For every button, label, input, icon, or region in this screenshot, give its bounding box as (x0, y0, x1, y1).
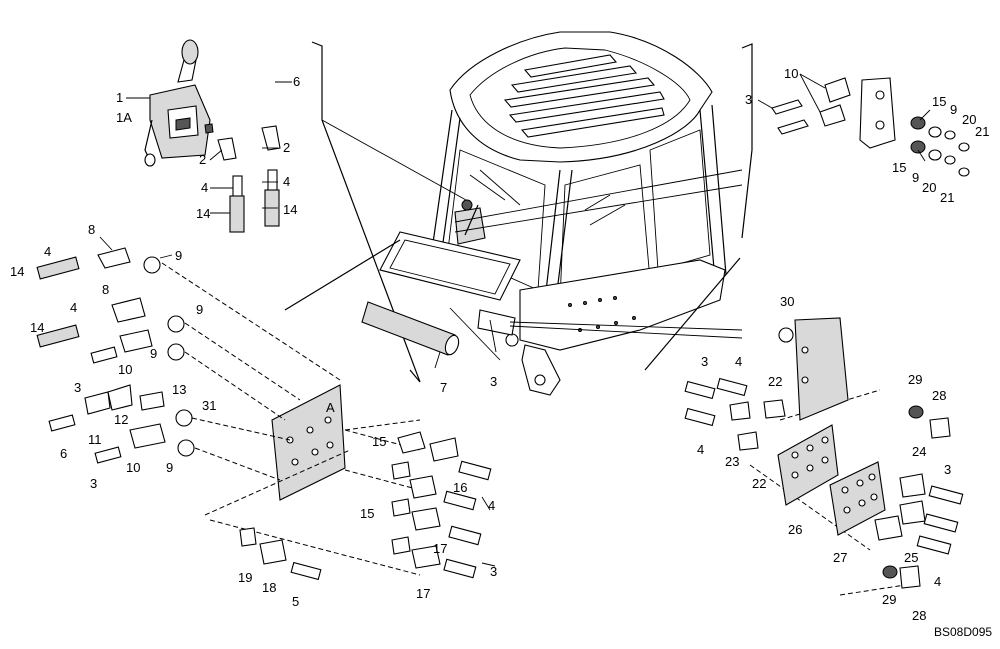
callout-58: 28 (932, 388, 946, 403)
callout-2: 6 (293, 74, 300, 89)
pipe-7 (361, 301, 460, 356)
callout-1: 1A (116, 110, 132, 125)
callout-25: 4 (70, 300, 77, 315)
callout-62: 27 (833, 550, 847, 565)
callout-55: 23 (725, 454, 739, 469)
callout-4: 2 (283, 140, 290, 155)
callout-27: 9 (150, 346, 157, 361)
callout-33: 11 (88, 432, 102, 447)
callout-8: 14 (283, 202, 297, 217)
leader-lines (99, 73, 931, 567)
callout-26: 14 (30, 320, 44, 335)
callout-15: 15 (892, 160, 906, 175)
plate-26 (777, 424, 839, 506)
callout-24: 9 (196, 302, 203, 317)
callout-38: 7 (440, 380, 447, 395)
callout-39: 3 (490, 374, 497, 389)
callout-10: 3 (745, 92, 752, 107)
callout-29: 3 (74, 380, 81, 395)
callout-5: 4 (201, 180, 208, 195)
callout-32: 6 (60, 446, 67, 461)
callout-16: 9 (912, 170, 919, 185)
callout-17: 20 (922, 180, 936, 195)
callout-14: 21 (975, 124, 989, 139)
callout-9: 10 (784, 66, 798, 81)
right-fittings (684, 317, 964, 589)
callout-49: 5 (292, 594, 299, 609)
callout-57: 29 (908, 372, 922, 387)
callout-56: 22 (752, 476, 766, 491)
callout-44: 17 (433, 541, 447, 556)
callout-46: 17 (416, 586, 430, 601)
mounting-plate-a (271, 384, 346, 501)
callout-28: 10 (118, 362, 132, 377)
callout-36: 9 (166, 460, 173, 475)
lower-centre-fittings (239, 431, 492, 581)
callout-0: 1 (116, 90, 123, 105)
callout-19: 8 (88, 222, 95, 237)
callout-42: 4 (488, 498, 495, 513)
callout-11: 15 (932, 94, 946, 109)
control-valve-assembly (144, 39, 281, 233)
callout-47: 19 (238, 570, 252, 585)
callout-64: 4 (934, 574, 941, 589)
roof-ribs (503, 54, 665, 138)
callout-13: 20 (962, 112, 976, 127)
callout-61: 26 (788, 522, 802, 537)
callout-66: 28 (912, 608, 926, 623)
callout-40: 15 (372, 434, 386, 449)
drawing-reference: BS08D095 (934, 625, 992, 639)
top-right-fittings (771, 77, 970, 177)
section-lines (284, 41, 753, 383)
callout-52: 4 (735, 354, 742, 369)
callout-23: 8 (102, 282, 109, 297)
callout-21: 4 (44, 244, 51, 259)
callout-63: 25 (904, 550, 918, 565)
callout-37: 3 (90, 476, 97, 491)
callout-59: 24 (912, 444, 926, 459)
operator-cab (379, 31, 727, 396)
callout-34: 12 (114, 412, 128, 427)
callout-51: 3 (701, 354, 708, 369)
callout-20: 9 (175, 248, 182, 263)
callout-60: 3 (944, 462, 951, 477)
callout-18: 21 (940, 190, 954, 205)
callout-3: 2 (199, 152, 206, 167)
callout-22: 14 (10, 264, 24, 279)
left-fittings (36, 247, 195, 464)
callout-30: 13 (172, 382, 186, 397)
callout-6: 4 (283, 174, 290, 189)
callout-48: 18 (262, 580, 276, 595)
callout-7: 14 (196, 206, 210, 221)
callout-31: 31 (202, 398, 216, 413)
callout-54: 4 (697, 442, 704, 457)
callout-65: 29 (882, 592, 896, 607)
callout-45: 3 (490, 564, 497, 579)
callout-53: 22 (768, 374, 782, 389)
callout-35: 10 (126, 460, 140, 475)
plate-27 (829, 461, 886, 536)
callout-12: 9 (950, 102, 957, 117)
body-rivets (568, 296, 636, 332)
callout-43: 15 (360, 506, 374, 521)
plate-mark-a: A (326, 400, 335, 415)
callout-50: 30 (780, 294, 794, 309)
callout-41: 16 (453, 480, 467, 495)
